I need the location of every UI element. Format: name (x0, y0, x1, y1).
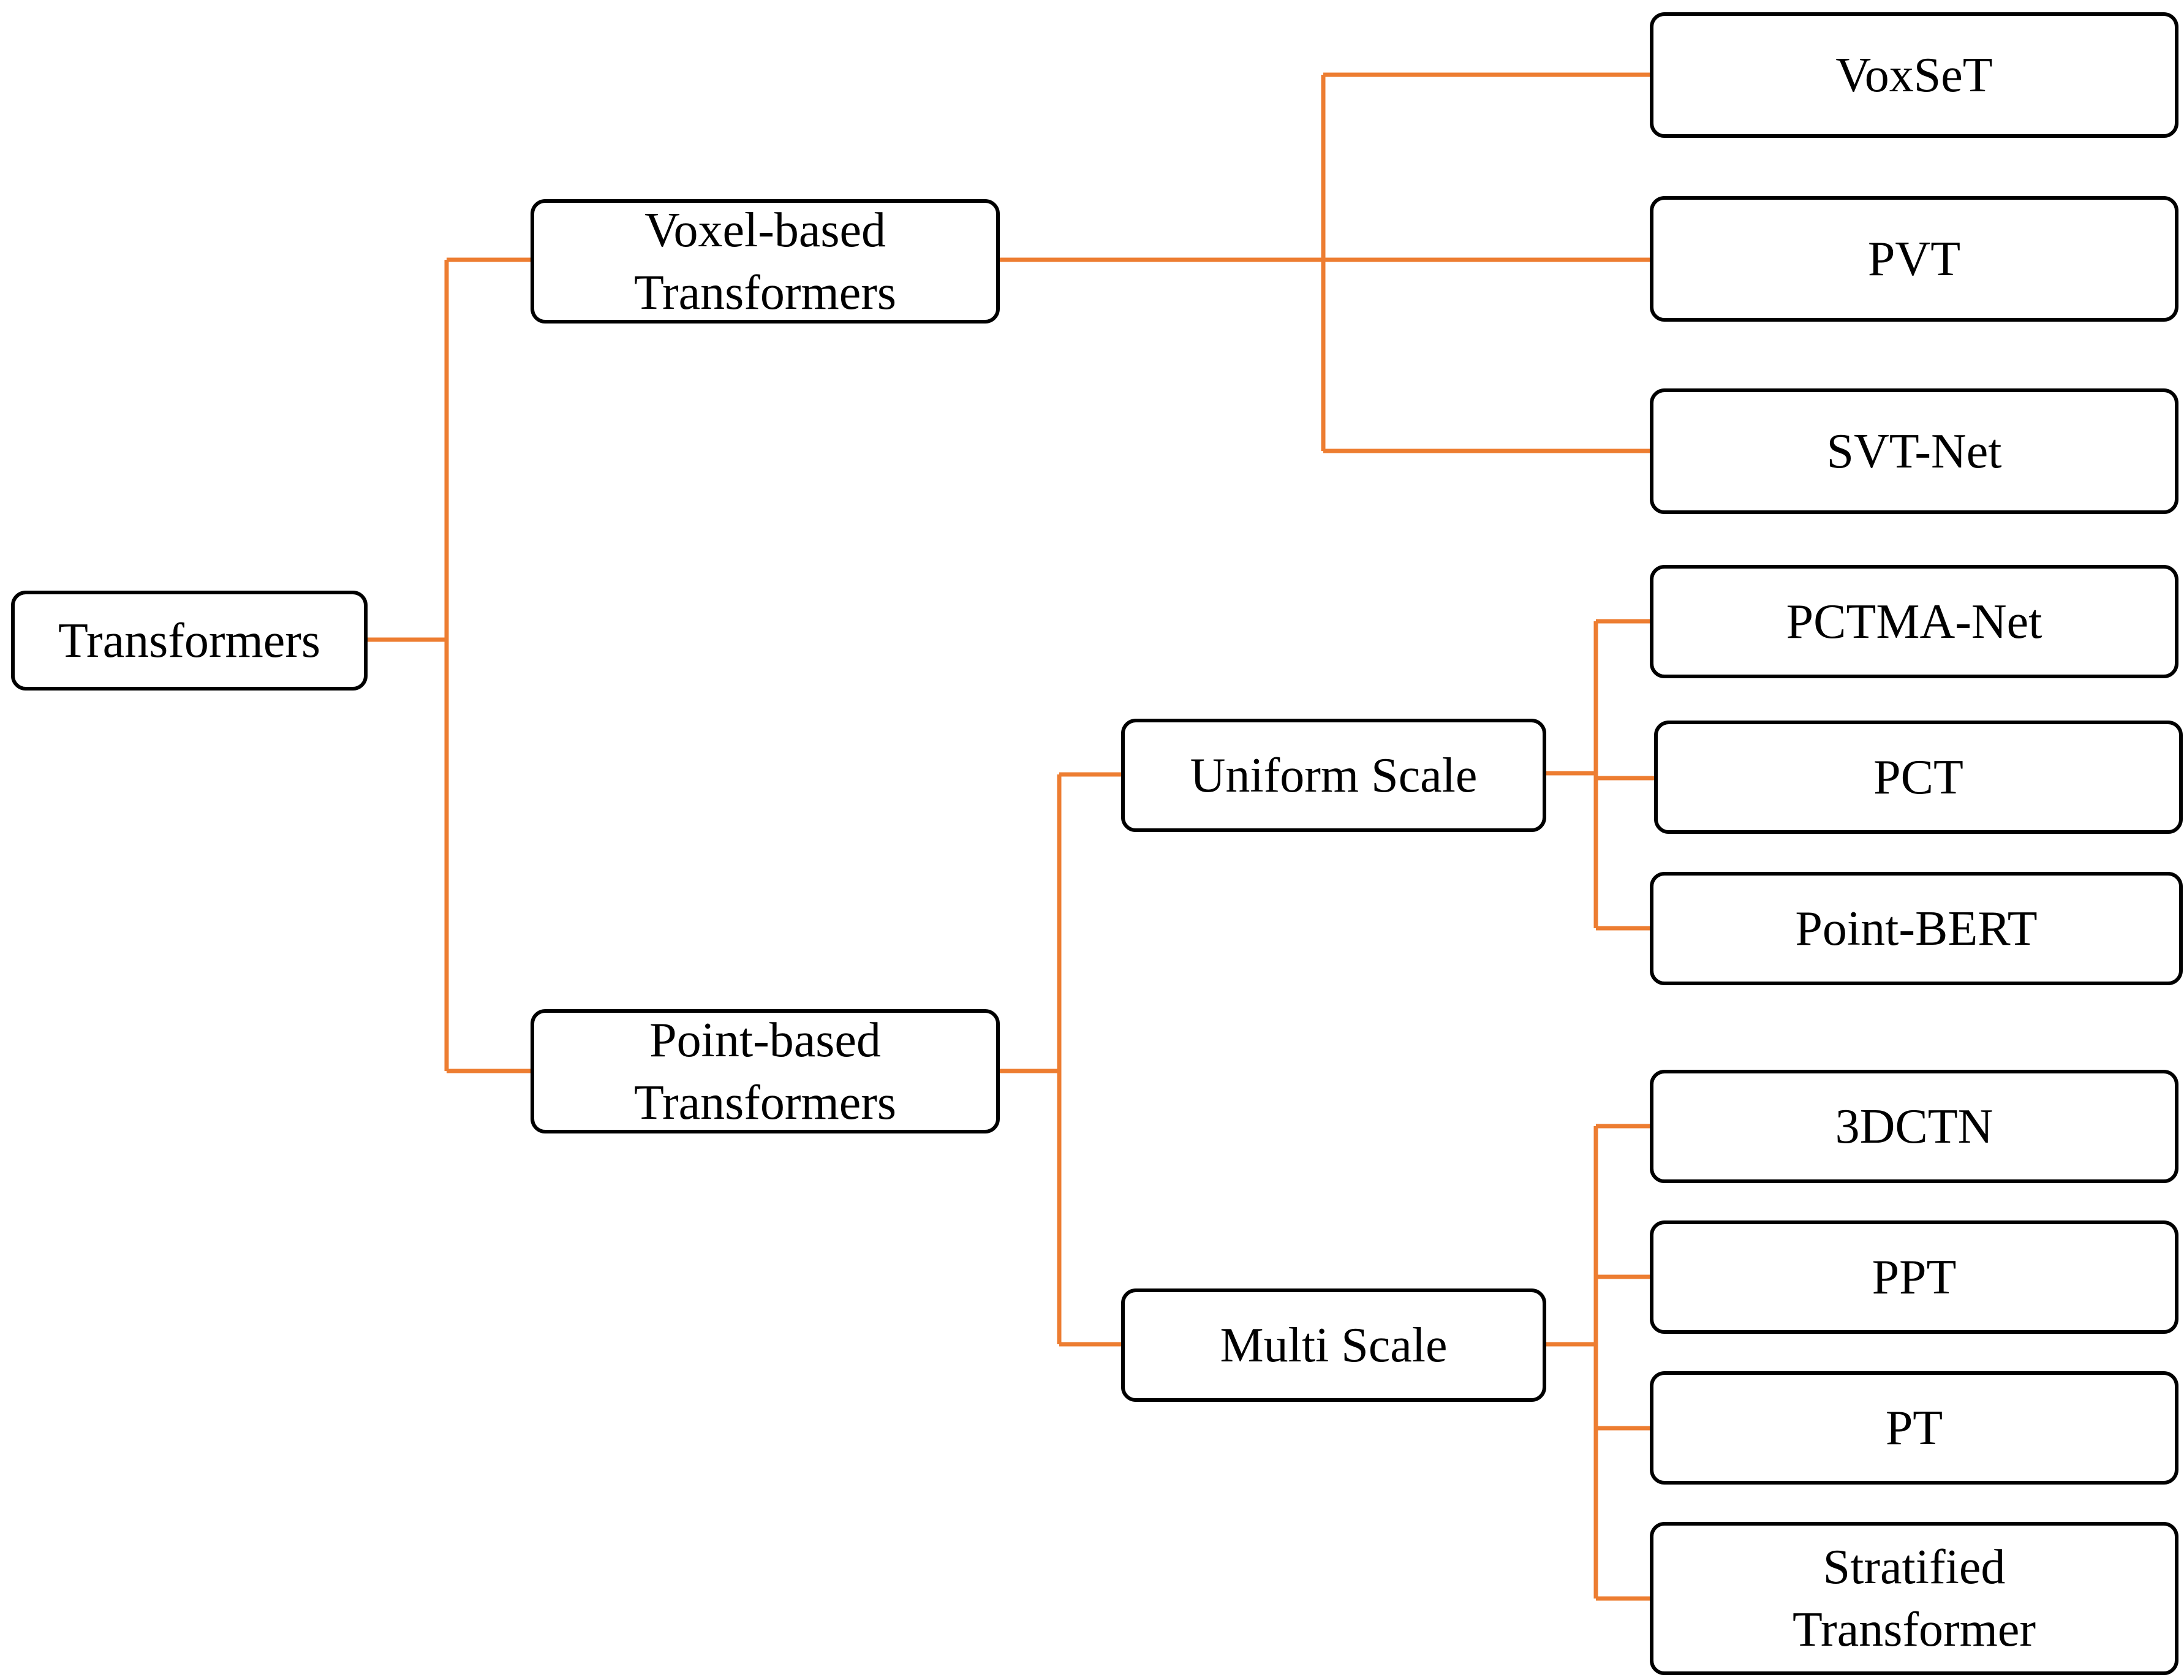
node-uniform-scale: Uniform Scale (1121, 719, 1546, 832)
node-point-bert: Point-BERT (1650, 872, 2183, 985)
connector-uniform-to-models (1545, 619, 1655, 931)
node-label-line1: Stratified (1823, 1540, 2006, 1594)
connector-point-to-scales (999, 772, 1122, 1347)
node-label: PT (1885, 1401, 1943, 1455)
node-label-line2: Transformer (1793, 1603, 2036, 1657)
node-label: Uniform Scale (1190, 748, 1478, 803)
node-label: SVT-Net (1826, 424, 2002, 479)
node-voxel-based-transformers: Voxel-based Transformers (531, 199, 1000, 324)
node-3dctn: 3DCTN (1650, 1070, 2178, 1183)
node-label-line2: Transformers (633, 1075, 897, 1130)
node-point-based-transformers: Point-based Transformers (531, 1009, 1000, 1133)
node-label: Multi Scale (1220, 1318, 1448, 1372)
node-label: PPT (1872, 1250, 1957, 1304)
node-svt-net: SVT-Net (1650, 388, 2178, 514)
node-pct: PCT (1654, 721, 2183, 834)
connector-root-to-categories (366, 257, 532, 1073)
node-label: PCTMA-Net (1786, 594, 2042, 649)
node-ppt: PPT (1650, 1220, 2178, 1334)
node-pt: PT (1650, 1371, 2178, 1485)
node-label: PCT (1873, 750, 1963, 804)
node-multi-scale: Multi Scale (1121, 1288, 1546, 1402)
node-transformers: Transformers (11, 591, 368, 691)
node-label: PVT (1867, 232, 1961, 286)
node-label: Transformers (58, 613, 321, 668)
node-voxset: VoxSeT (1650, 12, 2178, 138)
node-label: Point-BERT (1795, 901, 2038, 956)
connector-voxel-to-models (999, 72, 1651, 453)
node-pvt: PVT (1650, 196, 2178, 322)
connector-multi-to-models (1545, 1124, 1651, 1601)
node-label-line1: Point-based (649, 1013, 881, 1067)
node-stratified-transformer: Stratified Transformer (1650, 1522, 2178, 1675)
node-label-line2: Transformers (633, 265, 897, 320)
node-label: VoxSeT (1835, 48, 1993, 102)
node-label-line1: Voxel-based (644, 203, 886, 257)
node-pctma-net: PCTMA-Net (1650, 565, 2178, 678)
node-label: 3DCTN (1835, 1099, 1993, 1154)
